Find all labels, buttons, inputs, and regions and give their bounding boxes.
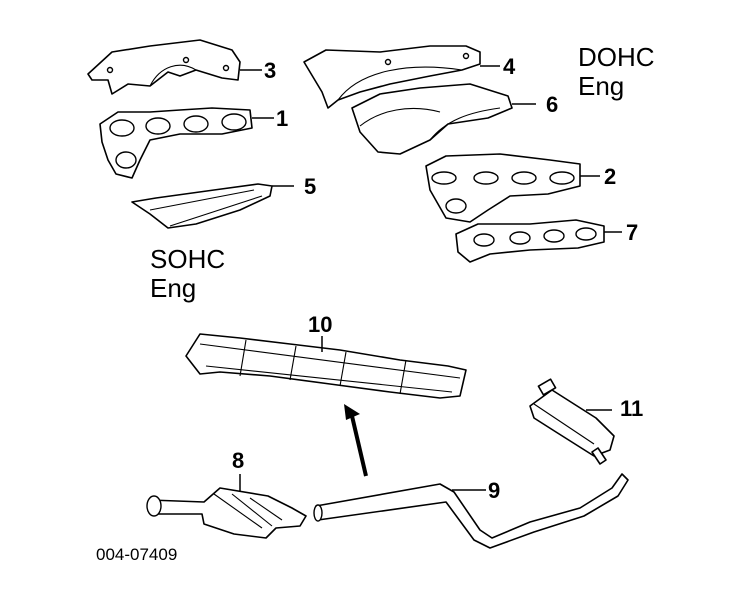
sohc-lower-heat-shield [131,183,294,229]
dohc-manifold-heat-shield [351,83,536,155]
callout-2: 2 [604,164,616,189]
sohc-label: SOHC [150,244,225,274]
callout-7: 7 [626,220,638,245]
callout-5: 5 [304,174,316,199]
callout-3: 3 [264,58,276,83]
callout-8: 8 [232,448,244,473]
sohc-upper-heat-shield [87,39,262,95]
tunnel-heat-shield [185,333,467,399]
callout-4: 4 [503,54,516,79]
figure-code: 004-07409 [96,545,177,564]
callout-6: 6 [546,92,558,117]
callout-11: 11 [620,396,643,421]
intermediate-pipe [313,473,629,549]
dohc-exhaust-manifold [425,153,600,223]
dohc-upper-heat-shield [303,45,500,109]
callout-10: 10 [308,312,332,337]
sohc-eng-label: Eng [150,273,196,303]
callout-1: 1 [276,106,288,131]
catalytic-converter [146,474,307,539]
direction-arrow [344,404,368,477]
dohc-label: DOHC [578,42,655,72]
dohc-eng-label: Eng [578,71,624,101]
callout-9: 9 [488,478,500,503]
sohc-exhaust-manifold [99,107,274,179]
dohc-manifold-gasket [455,219,622,263]
muffler [529,378,615,465]
